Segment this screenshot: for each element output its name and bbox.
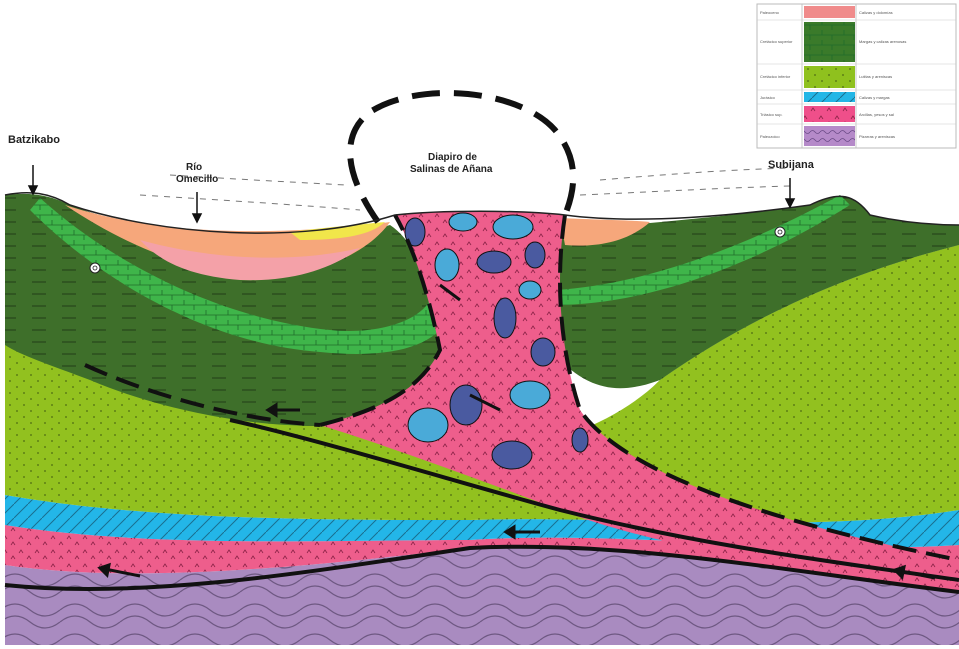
- label-subijana: Subijana: [768, 159, 815, 171]
- svg-text:Calizas y margas: Calizas y margas: [859, 95, 890, 100]
- svg-text:Margas y calizas arenosas: Margas y calizas arenosas: [859, 39, 906, 44]
- down-arrow-icon: [29, 165, 37, 194]
- svg-text:Pizarras y areniscas: Pizarras y areniscas: [859, 134, 895, 139]
- ammonite-icon: [90, 263, 100, 273]
- label-diapiro: Diapiro de: [428, 152, 477, 163]
- down-arrow-icon: [786, 178, 794, 207]
- legend: Paleoceno Calizas y dolomías Cretácico s…: [757, 4, 956, 148]
- label-omecillo: Omecillo: [176, 174, 218, 185]
- svg-text:Jurásico: Jurásico: [760, 95, 776, 100]
- label-batzikabo: Batzikabo: [8, 134, 60, 146]
- label-rio: Río: [186, 162, 202, 173]
- svg-text:Cretácico inferior: Cretácico inferior: [760, 74, 791, 79]
- svg-text:Triásico sup.: Triásico sup.: [760, 112, 783, 117]
- ammonite-icon: [775, 227, 785, 237]
- svg-text:Paleoceno: Paleoceno: [760, 10, 780, 15]
- svg-text:Arcillas, yesos y sal: Arcillas, yesos y sal: [859, 112, 894, 117]
- svg-text:Lutitas y areniscas: Lutitas y areniscas: [859, 74, 892, 79]
- svg-text:Cretácico superior: Cretácico superior: [760, 39, 793, 44]
- svg-text:Paleozoico: Paleozoico: [760, 134, 780, 139]
- label-salinas: Salinas de Añana: [410, 164, 493, 175]
- down-arrow-icon: [193, 192, 201, 222]
- svg-text:Calizas y dolomías: Calizas y dolomías: [859, 10, 893, 15]
